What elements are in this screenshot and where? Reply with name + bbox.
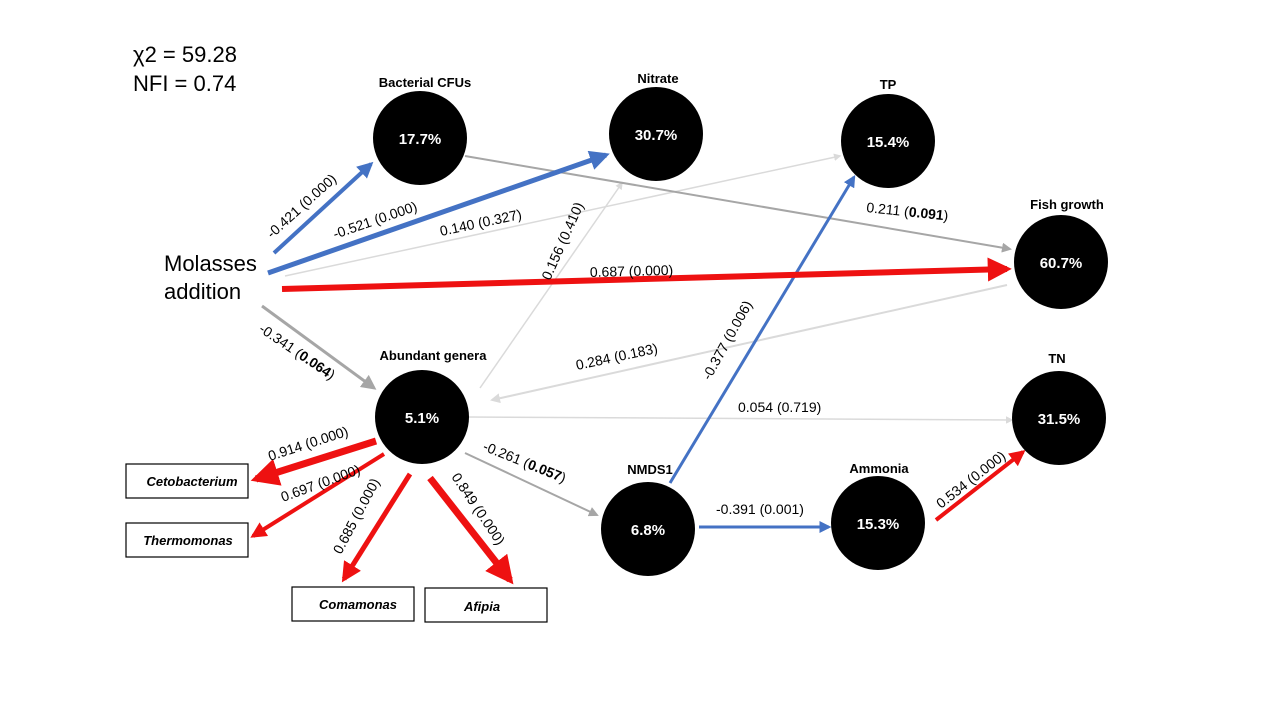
node-circle — [1012, 371, 1106, 465]
edge-genera-to-thermomonas — [250, 452, 386, 538]
box-label: Comamonas — [319, 597, 397, 612]
edge-molasses-to-tp — [284, 153, 842, 277]
box-label: Cetobacterium — [146, 474, 237, 489]
node-circle — [601, 482, 695, 576]
edge-molasses-to-cfu — [272, 161, 374, 255]
box-label: Thermomonas — [143, 533, 233, 548]
label-genera-cetobacterium: 0.914 (0.000) — [266, 423, 350, 464]
node-value: 60.7% — [1040, 255, 1083, 272]
node-value: 15.3% — [857, 516, 900, 533]
chi-square-value: 2 = 59.28 — [145, 42, 237, 67]
node-value: 5.1% — [405, 410, 439, 427]
chi-square-stat: χ2 = 59.28 — [133, 42, 237, 67]
label-genera-comamonas: 0.685 (0.000) — [330, 475, 383, 556]
node-value: 6.8% — [631, 522, 665, 539]
node-label: Nitrate — [637, 71, 678, 86]
label-genera-tn: 0.054 (0.719) — [738, 399, 821, 415]
node-label: Bacterial CFUs — [379, 75, 471, 90]
label-cfu-fish: 0.211 (0.091) — [866, 199, 950, 224]
label-molasses-fish: 0.687 (0.000) — [590, 262, 674, 280]
edge-fish-to-genera — [490, 284, 1008, 404]
node-bacterial-cfus: Bacterial CFUs 17.7% — [373, 75, 471, 185]
node-label: NMDS1 — [627, 462, 673, 477]
chi-symbol: χ — [133, 42, 145, 67]
label-nmds1-ammonia: -0.391 (0.001) — [716, 501, 804, 517]
node-circle — [373, 91, 467, 185]
node-circle — [1014, 215, 1108, 309]
edge-genera-to-comamonas — [341, 472, 413, 583]
node-circle — [841, 94, 935, 188]
nfi-stat: NFI = 0.74 — [133, 71, 236, 96]
edge-molasses-to-nitrate — [267, 150, 610, 276]
edge-genera-to-nmds1 — [464, 452, 599, 517]
node-tn: TN 31.5% — [1012, 351, 1106, 465]
node-circle — [831, 476, 925, 570]
edge-molasses-to-genera — [261, 304, 377, 390]
node-value: 30.7% — [635, 127, 678, 144]
node-value: 17.7% — [399, 131, 442, 148]
node-nmds1: NMDS1 6.8% — [601, 462, 695, 576]
box-afipia: Afipia — [424, 587, 548, 623]
label-genera-nmds1: -0.261 (0.057) — [481, 438, 569, 486]
molasses-label-line2: addition — [164, 279, 241, 304]
edge-genera-to-tn — [467, 416, 1014, 424]
node-nitrate: Nitrate 30.7% — [609, 71, 703, 181]
box-thermomonas: Thermomonas — [125, 522, 249, 558]
box-cetobacterium: Cetobacterium — [125, 463, 249, 499]
edge-molasses-to-fish — [281, 257, 1012, 292]
edge-genera-to-cetobacterium — [250, 437, 378, 486]
node-abundant-genera: Abundant genera 5.1% — [375, 348, 487, 464]
edge-genera-to-afipia — [427, 475, 514, 585]
label-fish-genera: 0.284 (0.183) — [574, 340, 659, 373]
node-label: TP — [880, 77, 897, 92]
node-label: TN — [1048, 351, 1065, 366]
edge-ammonia-to-tn — [934, 450, 1026, 522]
node-value: 31.5% — [1038, 411, 1081, 428]
node-circle — [609, 87, 703, 181]
edge-cfu-to-fish — [464, 155, 1012, 253]
label-ammonia-tn: 0.534 (0.000) — [933, 447, 1008, 511]
node-tp: TP 15.4% — [841, 77, 935, 188]
node-circle — [375, 370, 469, 464]
node-fish-growth: Fish growth 60.7% — [1014, 197, 1108, 309]
box-label: Afipia — [463, 599, 500, 614]
node-label: Ammonia — [849, 461, 909, 476]
node-label: Abundant genera — [380, 348, 488, 363]
node-ammonia: Ammonia 15.3% — [831, 461, 925, 570]
node-value: 15.4% — [867, 134, 910, 151]
box-comamonas: Comamonas — [291, 586, 415, 622]
molasses-label-line1: Molasses — [164, 251, 257, 276]
label-nmds1-tp: -0.377 (0.006) — [699, 298, 756, 383]
edge-nmds1-to-tp — [668, 174, 856, 484]
node-label: Fish growth — [1030, 197, 1104, 212]
edge-genera-to-nitrate — [479, 181, 623, 389]
